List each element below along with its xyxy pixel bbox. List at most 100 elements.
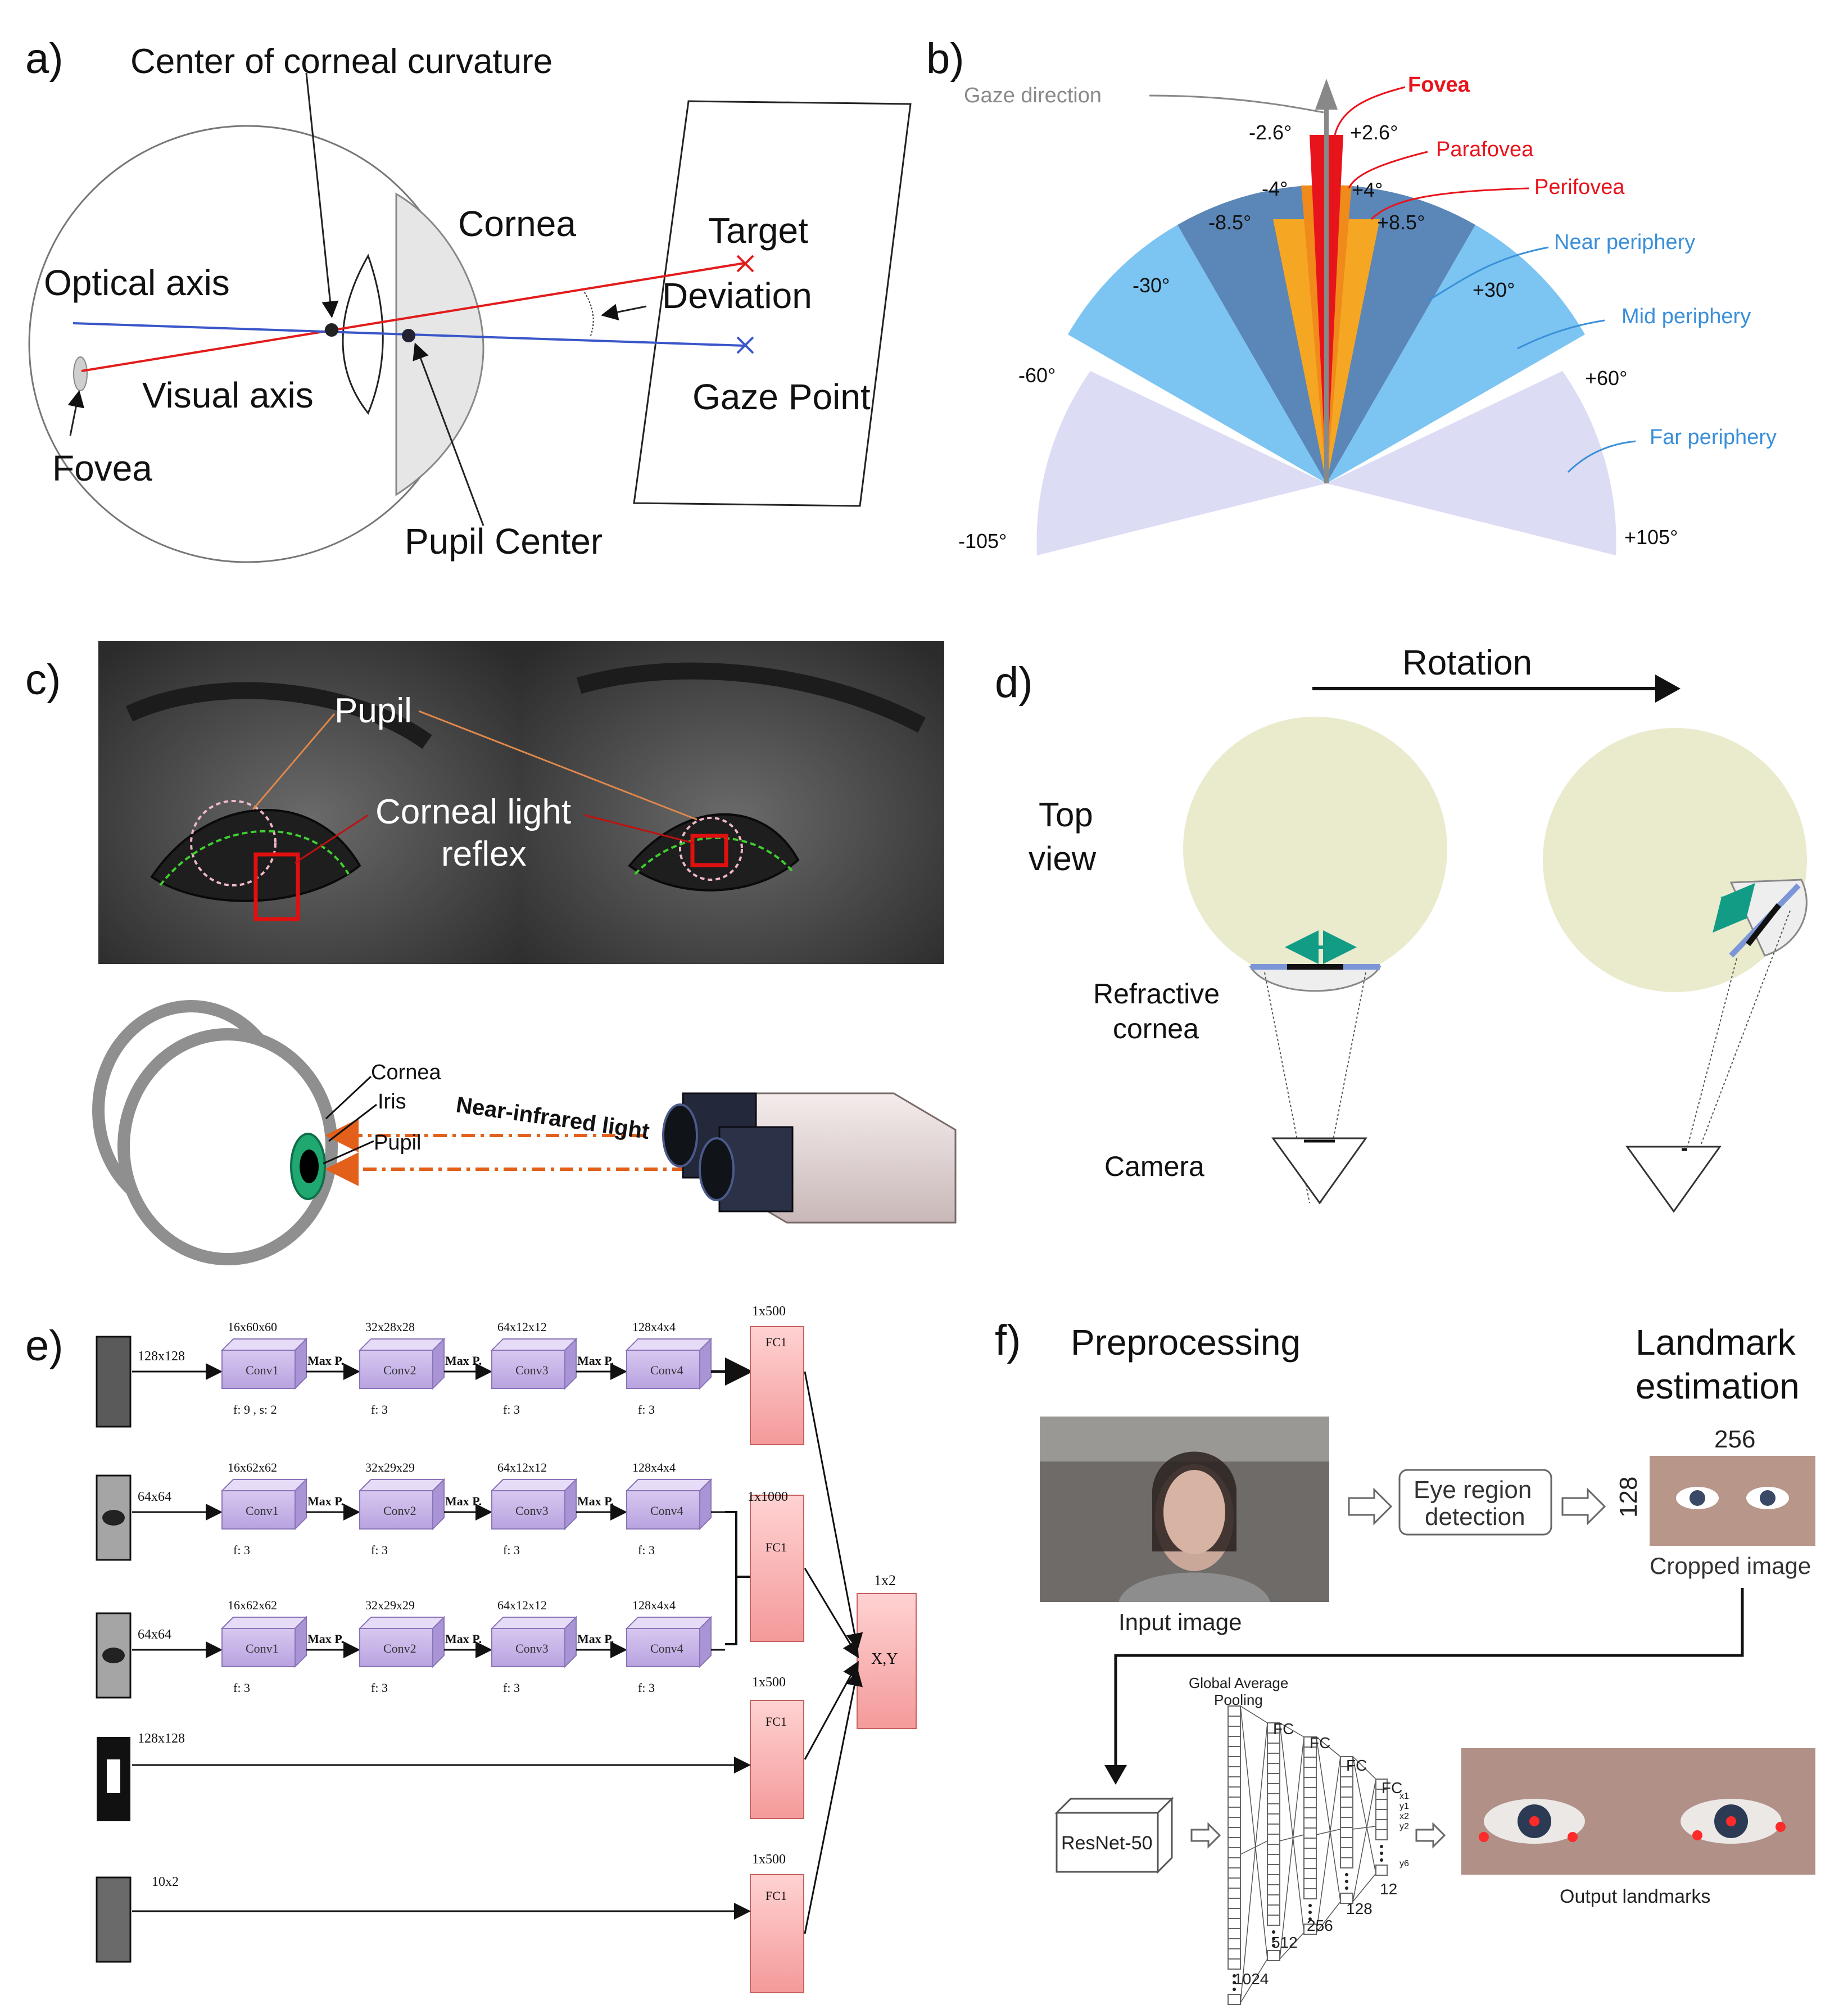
leader-perifovea	[1370, 187, 1529, 220]
reflex-leader-right	[584, 814, 695, 844]
label-n256: 256	[1307, 1917, 1333, 1934]
e-row2-dim-1: 16x62x62	[228, 1460, 277, 1474]
cornea-left	[1249, 966, 1382, 992]
landmark-1	[1479, 1832, 1489, 1842]
label-fc-2: FC	[1310, 1734, 1330, 1752]
reflex-leader-left	[295, 814, 369, 864]
label-refractive-2: cornea	[1113, 1013, 1199, 1044]
label-corneal-reflex-2: reflex	[441, 835, 527, 874]
e-row2-maxp-3: Max P.	[577, 1494, 614, 1508]
e-row3-conv-label-1: Conv1	[246, 1641, 279, 1655]
e-row2-conv-label-2: Conv2	[383, 1504, 416, 1518]
camera-lens-1	[662, 1103, 698, 1168]
label-n1024: 1024	[1234, 1970, 1269, 1988]
fc-stack-4	[1340, 1756, 1376, 1904]
angle-m4: -4°	[1262, 177, 1288, 200]
deviation-arrow	[601, 304, 647, 321]
fc-size-3: 1x500	[752, 1675, 786, 1690]
label-parafovea: Parafovea	[1436, 138, 1534, 161]
input-image-sweater	[1118, 1572, 1270, 1602]
routing-arrowhead	[1104, 1765, 1127, 1785]
e-row2-conv-label-4: Conv4	[650, 1504, 683, 1518]
label-center-curvature: Center of corneal curvature	[130, 42, 552, 81]
panel-f-letter: f)	[995, 1316, 1021, 1364]
label-w256: 256	[1714, 1426, 1755, 1453]
hollow-arrow-3	[1190, 1822, 1221, 1849]
eye-opening-right	[628, 813, 800, 892]
e-row1-maxp-3: Max P.	[577, 1354, 614, 1368]
pupil-circle-right	[679, 817, 743, 881]
target-marker	[736, 255, 754, 273]
visual-axis-line	[81, 262, 745, 372]
e-row1-conv-label-2: Conv2	[383, 1363, 416, 1377]
label-n512: 512	[1271, 1934, 1298, 1951]
rotation-arrowhead	[1655, 675, 1681, 703]
cropped-iris-left	[1690, 1490, 1705, 1506]
e-row2-filter-1: f: 3	[233, 1543, 250, 1557]
cropped-iris-right	[1760, 1490, 1775, 1506]
landmark-6	[1775, 1822, 1786, 1832]
panel-b-letter: b)	[926, 35, 964, 83]
pupil-right	[1746, 903, 1781, 947]
angle-p2-6: +2.6°	[1350, 121, 1398, 144]
eyeball-left	[1183, 717, 1447, 981]
e-row1-dim-3: 64x12x12	[497, 1320, 547, 1334]
e-row2-dim-4: 128x4x4	[632, 1460, 676, 1474]
leader-gaze	[1149, 94, 1324, 114]
thumb-eye-left-pupil	[102, 1510, 125, 1526]
fc-stack-3	[1303, 1736, 1341, 1935]
e-row3-conv-label-4: Conv4	[650, 1641, 683, 1655]
landmark-4	[1692, 1830, 1702, 1840]
label-eye-region-2: detection	[1425, 1503, 1525, 1531]
label-target: Target	[708, 210, 808, 251]
row5-input: 10x2	[152, 1875, 179, 1889]
resnet-side	[1157, 1797, 1173, 1874]
leader-parafovea	[1348, 151, 1428, 189]
hollow-arrow-2	[1561, 1487, 1606, 1526]
fc-size-1: 1x500	[752, 1304, 786, 1319]
e-row1-conv-1	[220, 1337, 308, 1390]
center-curvature-dot	[325, 323, 338, 337]
eyelid-curve-left	[159, 830, 350, 886]
out-label-y2: y2	[1399, 1822, 1409, 1831]
panel-d: d) Rotation Top view Refractive cornea C…	[995, 644, 1808, 1213]
label-cornea-c: Cornea	[371, 1061, 441, 1084]
label-gaze-point: Gaze Point	[692, 377, 871, 417]
label-n12: 12	[1380, 1880, 1397, 1898]
landmark-5	[1726, 1816, 1736, 1826]
resnet-front	[1056, 1812, 1159, 1873]
far-periphery-left	[1036, 371, 1326, 555]
ray-right-2	[1677, 910, 1791, 1206]
e-row3-filter-3: f: 3	[503, 1681, 520, 1695]
angle-m105: -105°	[958, 530, 1007, 553]
fc-size-2: 1x1000	[748, 1490, 788, 1504]
e-row3-dim-1: 16x62x62	[228, 1598, 277, 1612]
pupil-shape	[300, 1150, 319, 1183]
hollow-arrow-1	[1348, 1487, 1393, 1526]
thumb-landmarks	[96, 1876, 132, 1963]
e-row3-conv-4	[625, 1616, 713, 1668]
fc-box-4	[750, 1874, 804, 1993]
label-output-landmarks: Output landmarks	[1560, 1886, 1710, 1907]
panel-f: f) Preprocessing Landmark estimation Inp…	[995, 1316, 1815, 2005]
e-row3-conv-2	[358, 1616, 446, 1668]
label-pupil-c: Pupil	[374, 1131, 422, 1155]
e-row3-dim-2: 32x29x29	[365, 1598, 415, 1612]
e-row3-maxp-2: Max P.	[445, 1632, 482, 1646]
e-row3-conv-label-2: Conv2	[383, 1641, 416, 1655]
deviation-arc	[584, 292, 594, 338]
label-camera-d: Camera	[1104, 1151, 1204, 1182]
eyelid-curve-right	[634, 836, 794, 875]
brow-left	[125, 682, 432, 749]
thumb-face	[96, 1336, 132, 1428]
label-cropped: Cropped image	[1650, 1553, 1811, 1579]
landmark-2	[1529, 1816, 1539, 1826]
gaze-direction-arrowhead	[1315, 79, 1338, 110]
label-preprocessing: Preprocessing	[1071, 1322, 1301, 1363]
hollow-arrow-4	[1415, 1822, 1446, 1849]
e-row2-conv-3	[490, 1478, 578, 1531]
label-rotation: Rotation	[1402, 644, 1532, 682]
label-fc-3: FC	[1346, 1757, 1367, 1774]
fc-box-2	[750, 1495, 804, 1642]
